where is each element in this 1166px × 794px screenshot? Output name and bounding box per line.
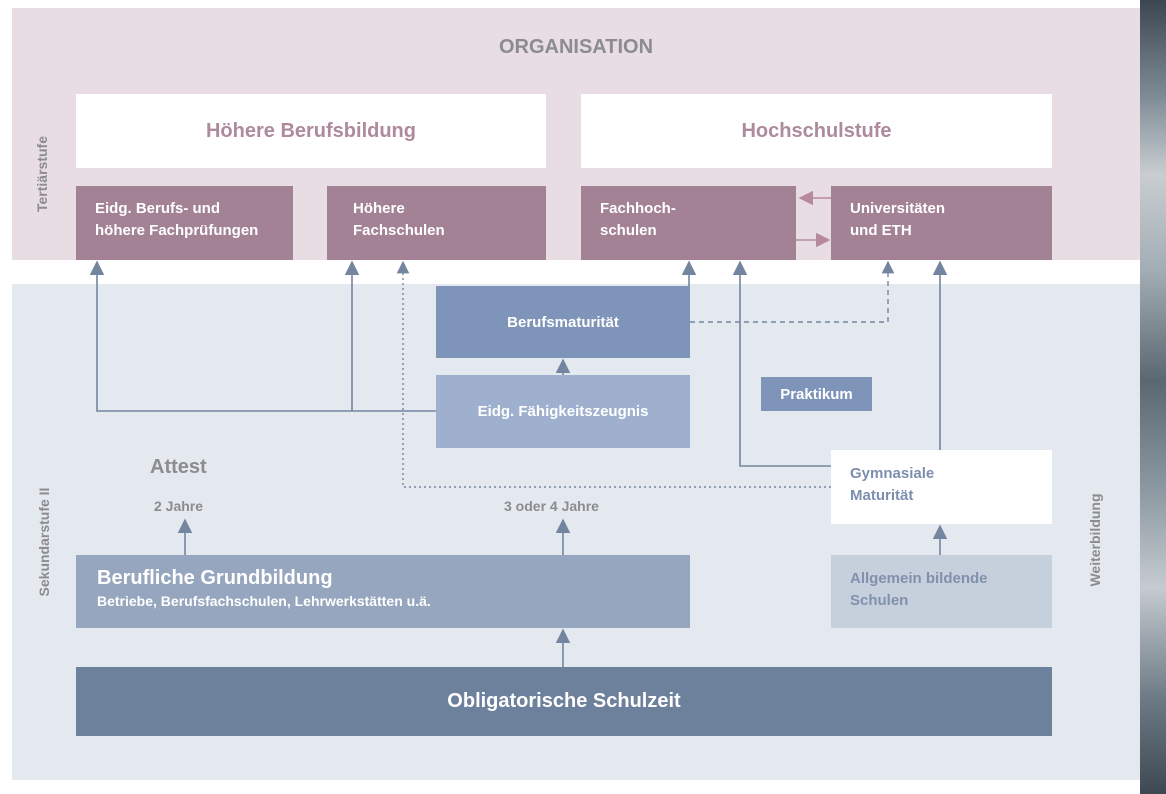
two-years-label: 2 Jahre [154, 498, 204, 514]
eidg-pruefungen-line1: Eidg. Berufs- und [95, 200, 220, 217]
side-label-sekundarstufe: Sekundarstufe II [36, 487, 52, 597]
berufliche-grundbildung-box: Berufliche Grundbildung Betriebe, Berufs… [76, 555, 690, 628]
universitaeten-line1: Universitäten [850, 200, 946, 217]
allgemein-line2: Schulen [850, 592, 909, 609]
fachhochschulen-box: Fachhoch- schulen [581, 186, 796, 260]
gymnasiale-line1: Gymnasiale [850, 465, 935, 482]
eidg-pruefungen-line2: höhere Fachprüfungen [95, 222, 259, 239]
obligatorische-schulzeit-box: Obligatorische Schulzeit [76, 667, 1052, 736]
faehigkeitszeugnis-box: Eidg. Fähigkeitszeugnis [436, 375, 690, 448]
attest-label: Attest [150, 456, 207, 478]
fachhochschulen-line1: Fachhoch- [600, 200, 676, 217]
diagram-title: ORGANISATION [498, 36, 654, 58]
berufliche-grundbildung-subtitle: Betriebe, Berufsfachschulen, Lehrwerkstä… [97, 593, 431, 609]
praktikum-box: Praktikum [761, 377, 872, 411]
universitaeten-box: Universitäten und ETH [831, 186, 1052, 260]
allgemein-line1: Allgemein bildende [850, 570, 988, 587]
hoehere-fachschulen-line1: Höhere [353, 200, 405, 217]
side-label-tertiaerstufe: Tertiärstufe [34, 136, 50, 212]
photo-strip [1140, 0, 1166, 794]
berufliche-grundbildung-title: Berufliche Grundbildung [97, 567, 333, 589]
side-label-weiterbildung: Weiterbildung [1087, 493, 1103, 587]
three-four-years-label: 3 oder 4 Jahre [504, 498, 599, 514]
gymnasiale-line2: Maturität [850, 487, 914, 504]
hoehere-fachschulen-box: Höhere Fachschulen [327, 186, 546, 260]
allgemein-bildende-schulen-box: Allgemein bildende Schulen [831, 555, 1052, 628]
hoehere-fachschulen-line2: Fachschulen [353, 222, 445, 239]
eidg-pruefungen-box: Eidg. Berufs- und höhere Fachprüfungen [76, 186, 293, 260]
gymnasiale-maturitaet-box: Gymnasiale Maturität [831, 450, 1052, 524]
universitaeten-line2: und ETH [850, 222, 912, 239]
hochschulstufe-header: Hochschulstufe [581, 94, 1052, 168]
hoehere-berufsbildung-header: Höhere Berufsbildung [76, 94, 546, 168]
berufsmaturitaet-box: Berufsmaturität [436, 286, 690, 358]
fachhochschulen-line2: schulen [600, 222, 657, 239]
